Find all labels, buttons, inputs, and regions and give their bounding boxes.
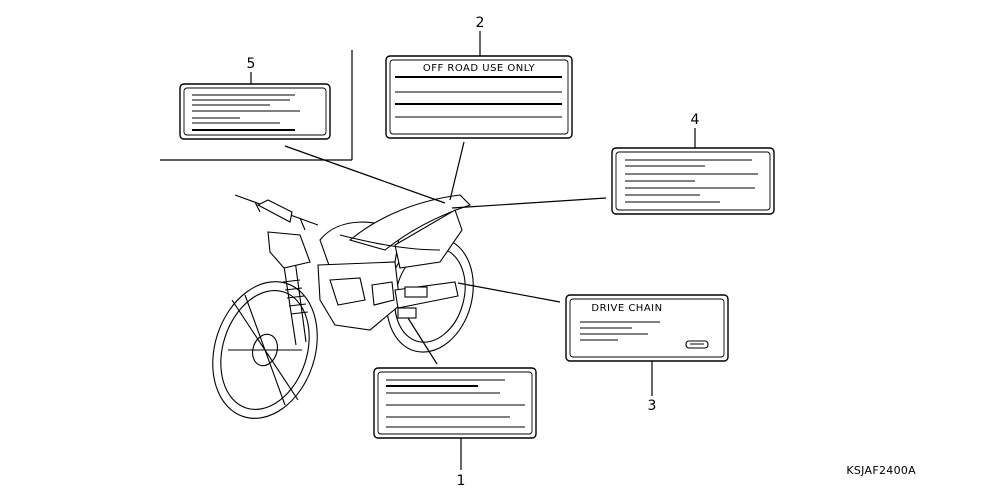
callout-1: 1: [457, 473, 466, 489]
callout-4: 4: [691, 112, 700, 128]
label-2: OFF ROAD USE ONLY: [385, 55, 573, 139]
inset-frame: [160, 50, 353, 161]
label-4: [611, 147, 775, 215]
label-5: [179, 83, 331, 140]
leader-4: [451, 197, 607, 209]
label-3: DRIVE CHAIN: [565, 294, 729, 362]
leader-5: [284, 145, 446, 204]
diagram-code: KSJAF2400A: [846, 464, 916, 477]
leader-2: [449, 141, 465, 201]
leader-3: [457, 282, 561, 303]
callout-5: 5: [247, 56, 256, 72]
leader-1: [407, 317, 438, 365]
label-1: [373, 367, 537, 439]
motorcycle-drawing: [212, 194, 474, 419]
label-3-title: DRIVE CHAIN: [591, 303, 662, 314]
label-2-title: OFF ROAD USE ONLY: [423, 63, 536, 74]
callout-3: 3: [648, 398, 657, 414]
callout-2: 2: [476, 15, 485, 31]
